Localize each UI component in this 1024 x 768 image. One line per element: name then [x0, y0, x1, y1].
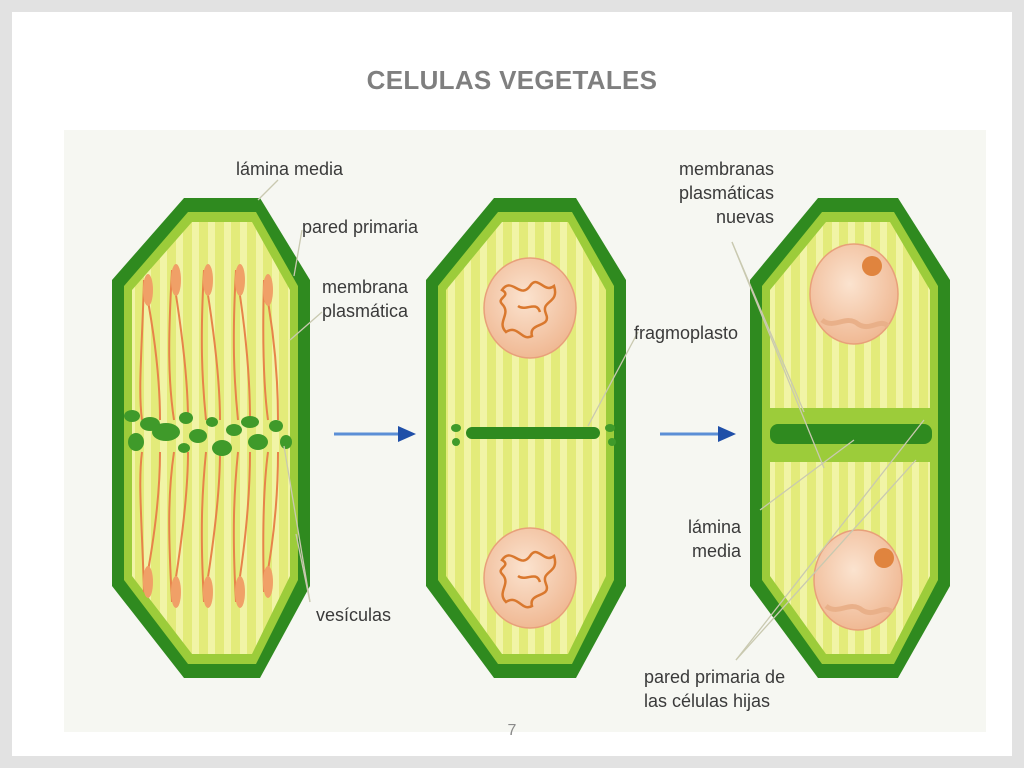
label-membrana-plasmatica-2: plasmática [322, 301, 409, 321]
arrow-2 [660, 426, 736, 442]
label-membranas-nuevas-3: nuevas [715, 207, 774, 227]
cell-2-fragmoplast [466, 427, 600, 439]
label-membranas-nuevas-1: membranas [678, 159, 774, 179]
label-lamina-media-right-1: lámina [688, 517, 742, 537]
label-pared-primaria: pared primaria [302, 217, 419, 237]
cell-2 [426, 198, 626, 678]
page-number: 7 [507, 722, 517, 739]
cell-3 [750, 198, 950, 678]
label-membranas-nuevas-2: plasmáticas [678, 183, 774, 203]
cell-1-vesicles [124, 410, 292, 456]
label-pared-hijas-2: las células hijas [644, 691, 771, 711]
cell-3-nucleolus-bottom [874, 548, 894, 568]
label-lamina-media-right-2: media [692, 541, 742, 561]
label-vesiculas: vesículas [316, 605, 392, 625]
leader-lines [257, 179, 925, 661]
label-pared-hijas-1: pared primaria de [644, 667, 786, 687]
cell-1 [112, 198, 310, 678]
label-membrana-plasmatica-1: membrana [322, 277, 409, 297]
cell-2-vesicles [451, 424, 616, 446]
cell-3-nucleus-bottom [813, 529, 903, 631]
cell-3-middle-lamella [770, 424, 932, 444]
label-lamina-media: lámina media [236, 159, 344, 179]
slide-title: CELULAS VEGETALES [366, 65, 658, 95]
slide: CELULAS VEGETALES [12, 12, 1012, 756]
arrow-1 [334, 426, 416, 442]
cell-1-cytoplasm [132, 222, 290, 654]
cell-3-nucleus-top [809, 243, 899, 345]
label-fragmoplasto: fragmoplasto [634, 323, 739, 343]
cell-2-chromatin-bottom [499, 550, 557, 609]
cell-2-chromatin-top [499, 280, 557, 339]
cell-1-chromosomes [143, 264, 273, 608]
cell-3-nucleolus-top [862, 256, 882, 276]
cell-division-figure: lámina media pared primaria membrana pla… [64, 130, 986, 732]
cell-division-illustration [64, 130, 986, 732]
